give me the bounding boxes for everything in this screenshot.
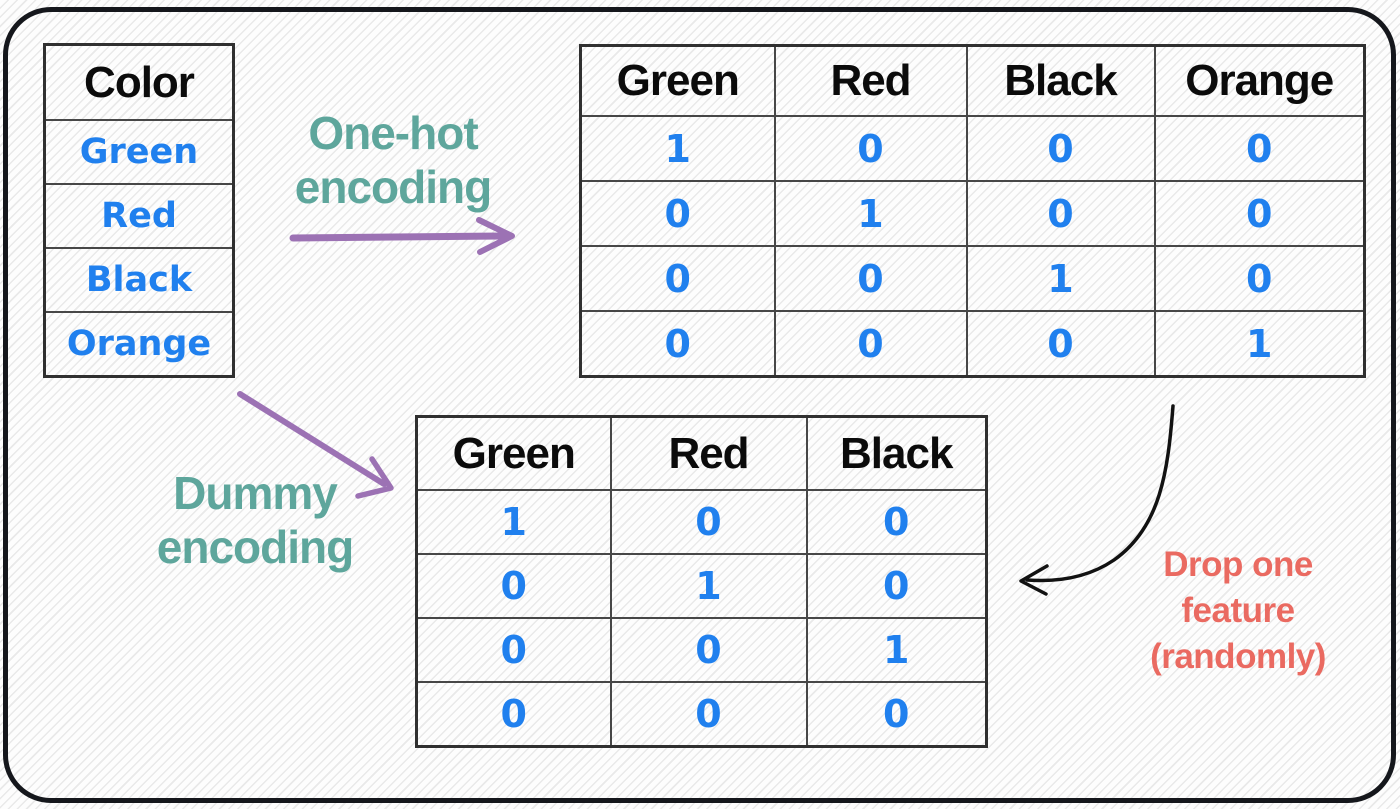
onehot-cell: 0 xyxy=(773,245,968,312)
onehot-cell: 0 xyxy=(1153,180,1366,247)
onehot-cell: 0 xyxy=(965,180,1156,247)
dummy-label-line1: Dummy xyxy=(173,467,338,519)
onehot-cell: 0 xyxy=(1153,115,1366,182)
onehot-cell: 0 xyxy=(965,310,1156,378)
onehot-cell: 0 xyxy=(773,115,968,182)
dummy-header-green: Green xyxy=(415,415,612,491)
onehot-cell: 0 xyxy=(1153,245,1366,312)
drop-note-line1: Drop one xyxy=(1163,545,1313,584)
onehot-cell: 0 xyxy=(579,310,776,378)
onehot-arrow-icon xyxy=(289,217,515,255)
color-table-title: Color xyxy=(43,43,235,121)
drop-note-line3: (randomly) xyxy=(1150,637,1326,676)
onehot-header-black: Black xyxy=(965,44,1156,117)
dummy-cell: 1 xyxy=(609,553,808,619)
dummy-cell: 1 xyxy=(415,489,612,555)
dummy-header-row: Green Red Black xyxy=(415,415,988,491)
dummy-table: Green Red Black 1 0 0 0 1 0 0 0 1 0 xyxy=(415,415,988,748)
onehot-header-green: Green xyxy=(579,44,776,117)
color-table-header-row: Color xyxy=(43,43,235,121)
dummy-header-red: Red xyxy=(609,415,808,491)
onehot-label-line1: One-hot xyxy=(308,107,478,159)
onehot-cell: 1 xyxy=(965,245,1156,312)
dummy-cell: 0 xyxy=(415,681,612,748)
drop-note-line2: feature xyxy=(1181,591,1295,630)
dummy-encoding-label: Dummy encoding xyxy=(135,466,375,574)
onehot-header-orange: Orange xyxy=(1153,44,1366,117)
dummy-cell: 0 xyxy=(415,553,612,619)
onehot-cell: 0 xyxy=(579,245,776,312)
dummy-cell: 0 xyxy=(805,681,988,748)
table-row: Red xyxy=(43,183,235,249)
color-table: Color Green Red Black Orange xyxy=(43,43,235,378)
onehot-header-row: Green Red Black Orange xyxy=(579,44,1366,117)
drop-feature-note: Drop one feature (randomly) xyxy=(1123,542,1353,680)
dummy-cell: 0 xyxy=(609,489,808,555)
onehot-cell: 0 xyxy=(773,310,968,378)
dummy-cell: 1 xyxy=(805,617,988,683)
onehot-cell: 0 xyxy=(579,180,776,247)
table-row: 0 0 1 0 xyxy=(579,245,1366,312)
onehot-cell: 1 xyxy=(1153,310,1366,378)
dummy-cell: 0 xyxy=(609,617,808,683)
color-value-green: Green xyxy=(43,119,235,185)
dummy-label-line2: encoding xyxy=(156,521,354,573)
onehot-cell: 0 xyxy=(965,115,1156,182)
onehot-cell: 1 xyxy=(579,115,776,182)
table-row: Black xyxy=(43,247,235,313)
onehot-table: Green Red Black Orange 1 0 0 0 0 1 0 0 0… xyxy=(579,44,1366,378)
table-row: 1 0 0 xyxy=(415,489,988,555)
dummy-cell: 0 xyxy=(805,553,988,619)
table-row: Orange xyxy=(43,311,235,378)
color-value-red: Red xyxy=(43,183,235,249)
dummy-cell: 0 xyxy=(415,617,612,683)
onehot-cell: 1 xyxy=(773,180,968,247)
onehot-encoding-label: One-hot encoding xyxy=(273,106,513,214)
table-row: Green xyxy=(43,119,235,185)
dummy-cell: 0 xyxy=(609,681,808,748)
table-row: 0 1 0 0 xyxy=(579,180,1366,247)
onehot-header-red: Red xyxy=(773,44,968,117)
color-value-orange: Orange xyxy=(43,311,235,378)
dummy-header-black: Black xyxy=(805,415,988,491)
table-row: 0 0 0 1 xyxy=(579,310,1366,378)
table-row: 0 0 1 xyxy=(415,617,988,683)
onehot-label-line2: encoding xyxy=(294,161,492,213)
table-row: 0 0 0 xyxy=(415,681,988,748)
color-value-black: Black xyxy=(43,247,235,313)
table-row: 0 1 0 xyxy=(415,553,988,619)
table-row: 1 0 0 0 xyxy=(579,115,1366,182)
dummy-cell: 0 xyxy=(805,489,988,555)
